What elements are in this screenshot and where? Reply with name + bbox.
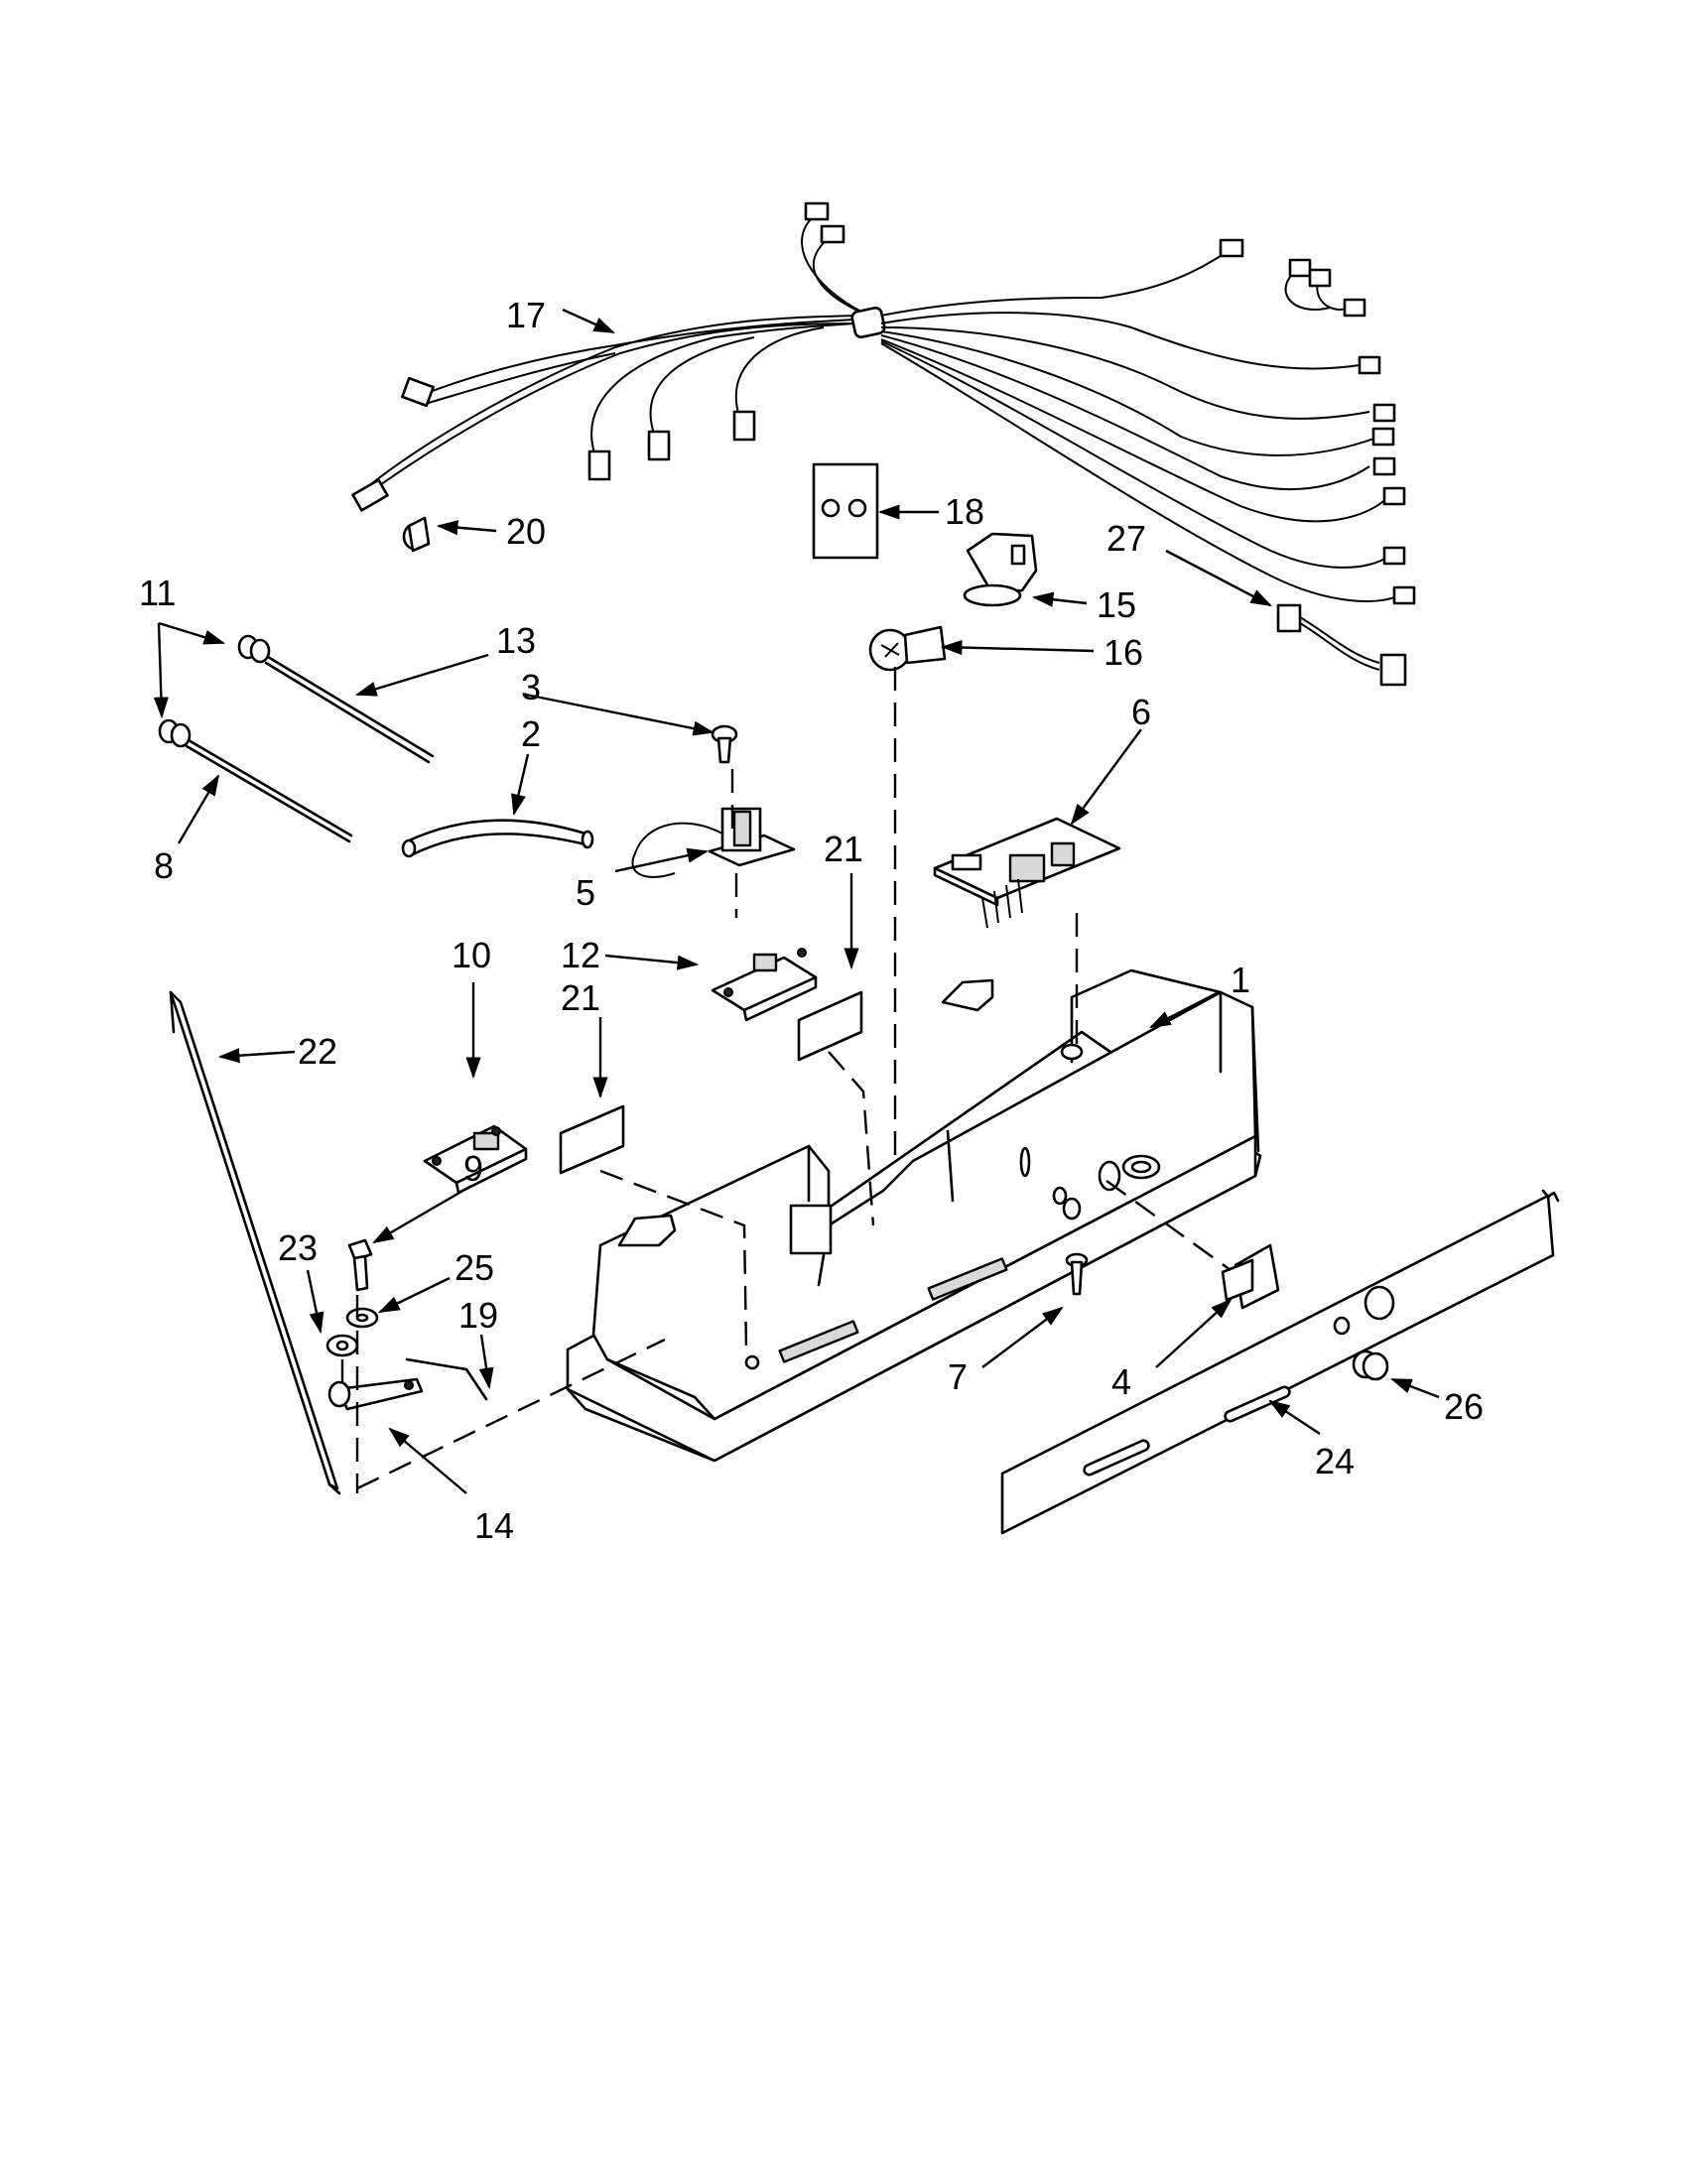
callout-10: 10 xyxy=(452,935,491,975)
callout-3: 3 xyxy=(521,667,541,707)
washer-part-upper xyxy=(237,634,271,664)
callout-12: 12 xyxy=(561,935,600,975)
spring-part xyxy=(405,1357,488,1401)
callout-19: 19 xyxy=(458,1295,498,1336)
callout-15: 15 xyxy=(1097,584,1136,625)
callout-27: 27 xyxy=(1106,518,1146,559)
screw-part-7 xyxy=(1065,1252,1089,1296)
knob-part-26 xyxy=(1352,1349,1389,1381)
callout-25: 25 xyxy=(454,1247,494,1288)
callout-21-lower: 21 xyxy=(561,977,600,1018)
hose-part xyxy=(401,819,594,858)
leader-lines xyxy=(153,308,1440,1494)
callout-9: 9 xyxy=(463,1148,483,1189)
callout-14: 14 xyxy=(474,1505,514,1546)
callout-24: 24 xyxy=(1315,1441,1355,1481)
thermostat-part xyxy=(631,807,796,878)
hinge-pin-part xyxy=(327,1377,424,1411)
washer-part-lower xyxy=(158,718,192,748)
callout-6: 6 xyxy=(1131,692,1151,732)
callout-13: 13 xyxy=(496,620,536,661)
control-board-part xyxy=(933,817,1121,929)
callout-22: 22 xyxy=(298,1031,337,1072)
washer-part-23 xyxy=(325,1334,359,1357)
wire-harness-part xyxy=(351,201,1416,605)
callout-8: 8 xyxy=(154,845,174,886)
callout-4: 4 xyxy=(1111,1361,1131,1402)
callout-7: 7 xyxy=(948,1356,968,1397)
tube-part-13 xyxy=(264,655,435,764)
callout-5: 5 xyxy=(576,872,595,913)
callout-23: 23 xyxy=(278,1227,318,1268)
connector-pigtail-part xyxy=(1276,603,1407,687)
screw-part-9 xyxy=(347,1238,373,1292)
callout-21-upper: 21 xyxy=(824,829,863,869)
lamp-socket-part xyxy=(963,532,1038,607)
control-knob-part xyxy=(1221,1243,1280,1310)
light-shield-part xyxy=(169,990,341,1495)
callout-20: 20 xyxy=(506,511,546,552)
callout-11: 11 xyxy=(139,573,176,613)
front-panel-part xyxy=(1000,1189,1560,1535)
washer-part-25 xyxy=(345,1307,379,1329)
callout-2: 2 xyxy=(521,713,541,754)
light-bulb-part xyxy=(868,625,947,672)
assembly-lines xyxy=(340,667,1232,1493)
label-part-upper xyxy=(797,990,863,1062)
bracket-part-10 xyxy=(423,1124,528,1195)
screw-part-3 xyxy=(711,724,738,764)
callout-16: 16 xyxy=(1104,632,1143,673)
callout-1: 1 xyxy=(1231,960,1250,1000)
tube-part-8 xyxy=(185,738,353,843)
clip-part xyxy=(402,516,431,553)
callout-labels: 17 20 18 27 15 16 11 13 3 2 8 5 6 21 12 … xyxy=(139,295,1484,1546)
callout-18: 18 xyxy=(945,491,984,532)
bracket-part-12 xyxy=(711,948,818,1022)
insulator-part xyxy=(812,462,879,560)
control-housing-part xyxy=(566,968,1262,1463)
callout-17: 17 xyxy=(506,295,546,335)
label-part-lower xyxy=(559,1104,625,1175)
callout-26: 26 xyxy=(1444,1386,1484,1427)
